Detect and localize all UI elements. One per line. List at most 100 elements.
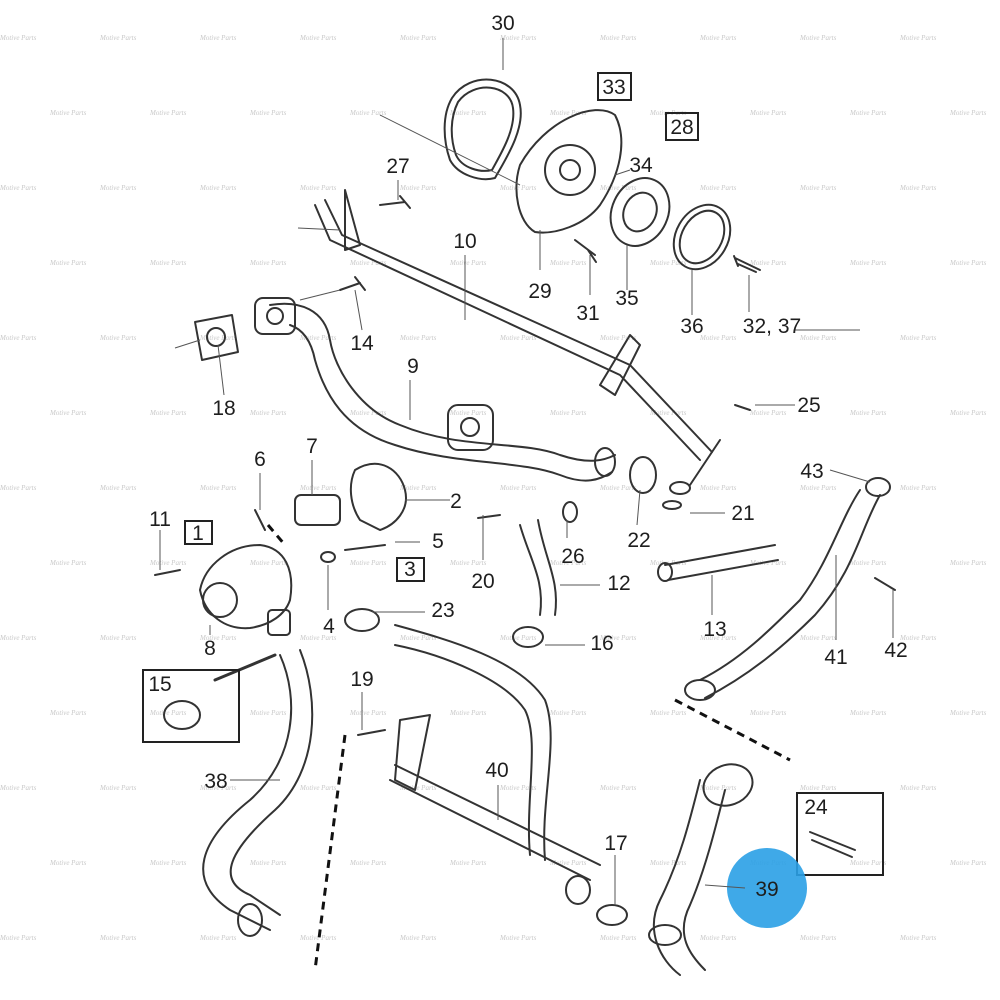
- callout-25: 25: [797, 394, 820, 417]
- part-39-connector: [702, 763, 754, 807]
- watermark-text: Motive Parts: [949, 259, 987, 267]
- watermark-text: Motive Parts: [199, 484, 237, 492]
- watermark-text: Motive Parts: [149, 709, 187, 717]
- watermark-text: Motive Parts: [349, 409, 387, 417]
- part-11-bolt: [154, 569, 181, 576]
- part-35-inner: [622, 191, 658, 233]
- watermark-text: Motive Parts: [49, 709, 87, 717]
- part-41-end: [684, 679, 716, 701]
- watermark-text: Motive Parts: [699, 784, 737, 792]
- callout-26: 26: [561, 545, 584, 568]
- part-8-housing: [199, 544, 293, 630]
- watermark-text: Motive Parts: [549, 259, 587, 267]
- watermark-text: Motive Parts: [0, 934, 37, 942]
- callout-5: 5: [432, 530, 444, 553]
- watermark-text: Motive Parts: [399, 634, 437, 642]
- part-8-outlet: [267, 609, 291, 636]
- watermark-text: Motive Parts: [899, 34, 937, 42]
- watermark-text: Motive Parts: [699, 484, 737, 492]
- watermark-text: Motive Parts: [699, 934, 737, 942]
- watermark-text: Motive Parts: [549, 709, 587, 717]
- part-35-plate: [609, 177, 671, 247]
- callout-43: 43: [800, 460, 823, 483]
- part-21-oring: [662, 500, 682, 510]
- callout-15: 15: [148, 673, 171, 696]
- watermark-text: Motive Parts: [399, 334, 437, 342]
- watermark-text: Motive Parts: [749, 709, 787, 717]
- watermark-text: Motive Parts: [899, 334, 937, 342]
- part-22-ring: [629, 456, 657, 494]
- callout-labels: 30 33 28 27 34 10 29 35 31 36 32, 37 14 …: [148, 12, 907, 901]
- callout-20: 20: [471, 570, 494, 593]
- watermark-text: Motive Parts: [199, 784, 237, 792]
- part-6-clip: [254, 509, 266, 531]
- watermark-text: Motive Parts: [99, 334, 137, 342]
- callout-41: 41: [824, 646, 847, 669]
- watermark-text: Motive Parts: [399, 784, 437, 792]
- part-41-hose-edge: [704, 494, 881, 699]
- watermark-text: Motive Parts: [449, 259, 487, 267]
- watermark-text: Motive Parts: [649, 709, 687, 717]
- leader-lines: [159, 38, 894, 905]
- watermark-text: Motive Parts: [149, 859, 187, 867]
- part-30-inner: [450, 86, 515, 172]
- part-4-washer: [320, 551, 336, 563]
- watermark-text: Motive Parts: [849, 709, 887, 717]
- watermark-text: Motive Parts: [49, 409, 87, 417]
- part-14-bolt: [339, 276, 366, 291]
- callout-22: 22: [627, 529, 650, 552]
- watermark-text: Motive Parts: [549, 559, 587, 567]
- watermark-text: Motive Parts: [49, 859, 87, 867]
- part-9-end: [594, 447, 616, 477]
- watermark-text: Motive Parts: [849, 859, 887, 867]
- watermark-text: Motive Parts: [799, 634, 837, 642]
- part-42-bolt: [874, 577, 896, 591]
- watermark-text: Motive Parts: [599, 784, 637, 792]
- callout-30: 30: [491, 12, 514, 35]
- part-40-hose: [394, 624, 552, 861]
- watermark-text: Motive Parts: [899, 484, 937, 492]
- part-17-clamp: [596, 904, 628, 926]
- watermark-text: Motive Parts: [749, 109, 787, 117]
- callout-4: 4: [323, 615, 335, 638]
- part-43-ring: [865, 477, 891, 497]
- watermark-text: Motive Parts: [99, 184, 137, 192]
- part-12-hose: [519, 524, 542, 616]
- watermark-text: Motive Parts: [899, 784, 937, 792]
- watermark-text: Motive Parts: [299, 334, 337, 342]
- callout-6: 6: [254, 448, 266, 471]
- watermark-text: Motive Parts: [599, 634, 637, 642]
- part-29-impeller: [544, 144, 596, 196]
- watermark-text: Motive Parts: [249, 109, 287, 117]
- part-9-flange-b: [447, 404, 494, 451]
- part-18-gasket: [194, 314, 239, 361]
- watermark-text: Motive Parts: [899, 634, 937, 642]
- part-23-clamp: [344, 608, 380, 632]
- inset-box-15: [142, 669, 240, 743]
- part-41-hose: [699, 489, 861, 681]
- watermark-text: Motive Parts: [499, 634, 537, 642]
- watermark-text: Motive Parts: [149, 259, 187, 267]
- part-26-ring: [562, 501, 578, 523]
- watermark-text: Motive Parts: [499, 34, 537, 42]
- part-10-bracket-b: [599, 334, 641, 396]
- watermark-text: Motive Parts: [149, 559, 187, 567]
- watermark-text: Motive Parts: [549, 859, 587, 867]
- part-25-bolt: [689, 404, 751, 486]
- watermark-text: Motive Parts: [299, 784, 337, 792]
- callout-10: 10: [453, 230, 476, 253]
- connection-dash-a: [674, 698, 791, 762]
- connection-dash-c: [266, 524, 287, 546]
- watermark-text: Motive Parts: [499, 334, 537, 342]
- part-38-hose: [202, 654, 293, 931]
- watermark-text: Motive Parts: [99, 934, 137, 942]
- watermark-text: Motive Parts: [349, 559, 387, 567]
- part-30-gasket: [443, 78, 522, 180]
- box-33: [597, 72, 632, 101]
- watermark-text: Motive Parts: [449, 709, 487, 717]
- watermark-text: Motive Parts: [199, 934, 237, 942]
- watermark-text: Motive Parts: [849, 559, 887, 567]
- inset-box-24: [796, 792, 884, 876]
- part-32-37-bolt: [733, 255, 761, 273]
- callout-33: 33: [602, 76, 625, 99]
